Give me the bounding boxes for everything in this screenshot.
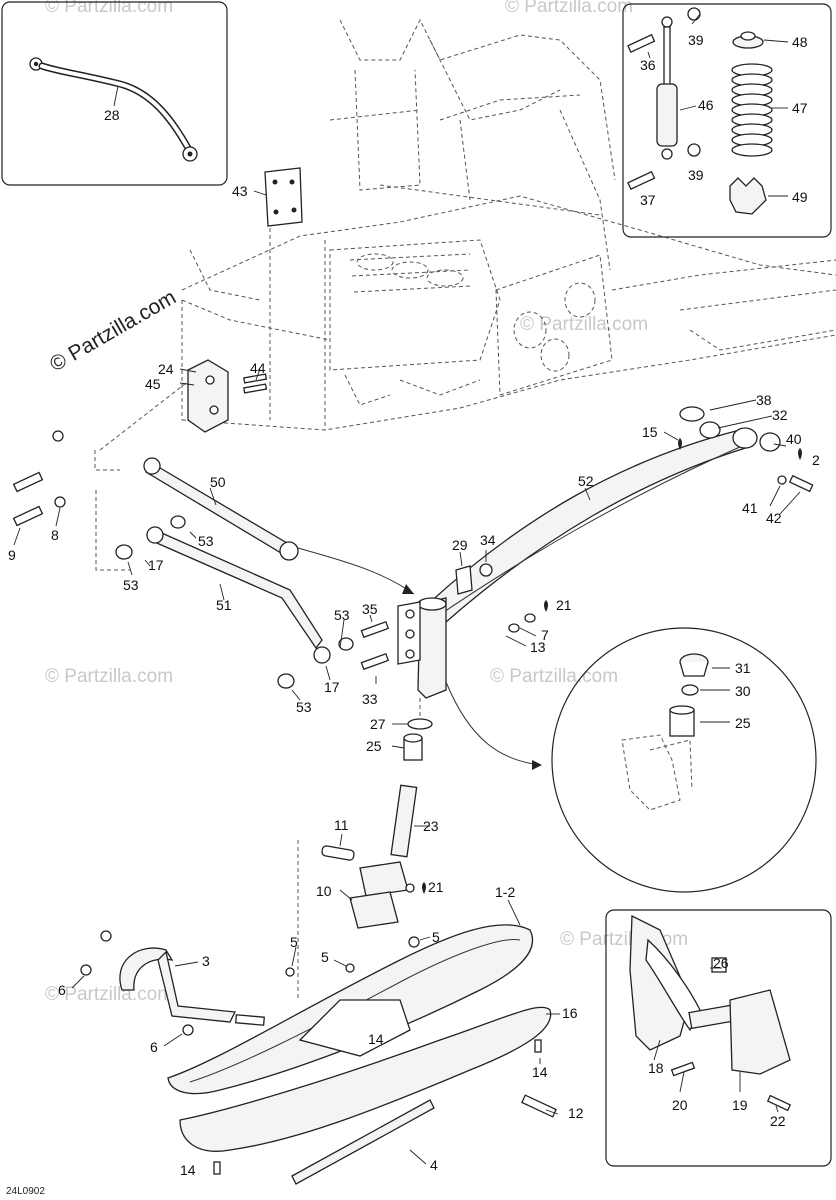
trailing-arm [427, 399, 814, 623]
callout-14: 14 [368, 1031, 384, 1047]
callout-26: 26 [713, 955, 729, 971]
callout-19: 19 [732, 1097, 748, 1113]
callout-21: 21 [556, 597, 572, 613]
callout-22: 22 [770, 1113, 786, 1129]
callout-42: 42 [766, 510, 782, 526]
watermark: © Partzilla.com [505, 0, 633, 17]
callout-41: 41 [742, 500, 758, 516]
callout-28: 28 [104, 107, 120, 123]
ski [167, 899, 560, 1185]
callout-33: 33 [362, 691, 378, 707]
callout-18: 18 [648, 1060, 664, 1076]
callout-39: 39 [688, 32, 704, 48]
callout-6: 6 [58, 982, 66, 998]
callout-27: 27 [370, 716, 386, 732]
callout-1-2: 1-2 [495, 884, 515, 900]
callout-13: 13 [530, 639, 546, 655]
callout-12: 12 [568, 1105, 584, 1121]
callout-9: 9 [8, 547, 16, 563]
callout-47: 47 [792, 100, 808, 116]
chassis-frame [94, 18, 836, 571]
callout-51: 51 [216, 597, 232, 613]
callout-52: 52 [578, 473, 594, 489]
callout-7: 7 [541, 627, 549, 643]
callout-48: 48 [792, 34, 808, 50]
document-code: 24L0902 [6, 1186, 45, 1197]
callout-5: 5 [321, 949, 329, 965]
callout-46: 46 [698, 97, 714, 113]
callout-37: 37 [640, 192, 656, 208]
callout-30: 30 [735, 683, 751, 699]
callout-44: 44 [250, 360, 266, 376]
watermark: © Partzilla.com [490, 666, 618, 687]
callout-8: 8 [51, 527, 59, 543]
callout-14: 14 [532, 1064, 548, 1080]
callout-29: 29 [452, 537, 468, 553]
ski-handle [71, 930, 265, 1047]
callout-4: 4 [430, 1157, 438, 1173]
callout-49: 49 [792, 189, 808, 205]
callout-38: 38 [756, 392, 772, 408]
callout-45: 45 [145, 376, 161, 392]
callout-34: 34 [480, 532, 496, 548]
callout-2: 2 [812, 452, 820, 468]
inset-shock [622, 3, 832, 238]
callout-11: 11 [334, 817, 349, 833]
callout-53: 53 [334, 607, 350, 623]
left-bolts [12, 430, 66, 546]
callout-53: 53 [123, 577, 139, 593]
spring [731, 63, 773, 157]
watermark: © Partzilla.com [45, 666, 173, 687]
spindle [297, 784, 430, 1000]
callout-39: 39 [688, 167, 704, 183]
callout-5: 5 [290, 934, 298, 950]
callout-15: 15 [642, 424, 658, 440]
callout-16: 16 [562, 1005, 578, 1021]
watermark: © Partzilla.com [520, 314, 648, 335]
callout-labels: 28 43 44 24 45 36 39 46 37 39 48 47 49 3… [8, 32, 820, 1178]
callout-3: 3 [202, 953, 210, 969]
callout-17: 17 [324, 679, 340, 695]
callout-17: 17 [148, 557, 164, 573]
detail-circle [551, 627, 817, 893]
callout-23: 23 [423, 818, 439, 834]
inset-ski-leg [605, 909, 832, 1167]
watermark: © Partzilla.com [45, 0, 173, 17]
callout-31: 31 [735, 660, 751, 676]
callout-10: 10 [316, 883, 332, 899]
callout-24: 24 [158, 361, 174, 377]
callout-20: 20 [672, 1097, 688, 1113]
callout-25: 25 [366, 738, 382, 754]
watermark: © Partzilla.com [560, 929, 688, 950]
callout-43: 43 [232, 183, 248, 199]
spindle-housing [360, 550, 548, 770]
callout-21: 21 [428, 879, 444, 895]
watermark: © Partzilla.com [45, 984, 173, 1005]
callout-35: 35 [362, 601, 378, 617]
callout-53: 53 [296, 699, 312, 715]
callout-53: 53 [198, 533, 214, 549]
callout-6: 6 [150, 1039, 158, 1055]
front-bracket [179, 167, 303, 433]
callout-40: 40 [786, 431, 802, 447]
callout-14: 14 [180, 1162, 196, 1178]
radius-rods [115, 457, 415, 701]
callout-50: 50 [210, 474, 226, 490]
callout-36: 36 [640, 57, 656, 73]
callout-5: 5 [432, 929, 440, 945]
inset-cable [1, 1, 228, 186]
callout-32: 32 [772, 407, 788, 423]
callout-25: 25 [735, 715, 751, 731]
